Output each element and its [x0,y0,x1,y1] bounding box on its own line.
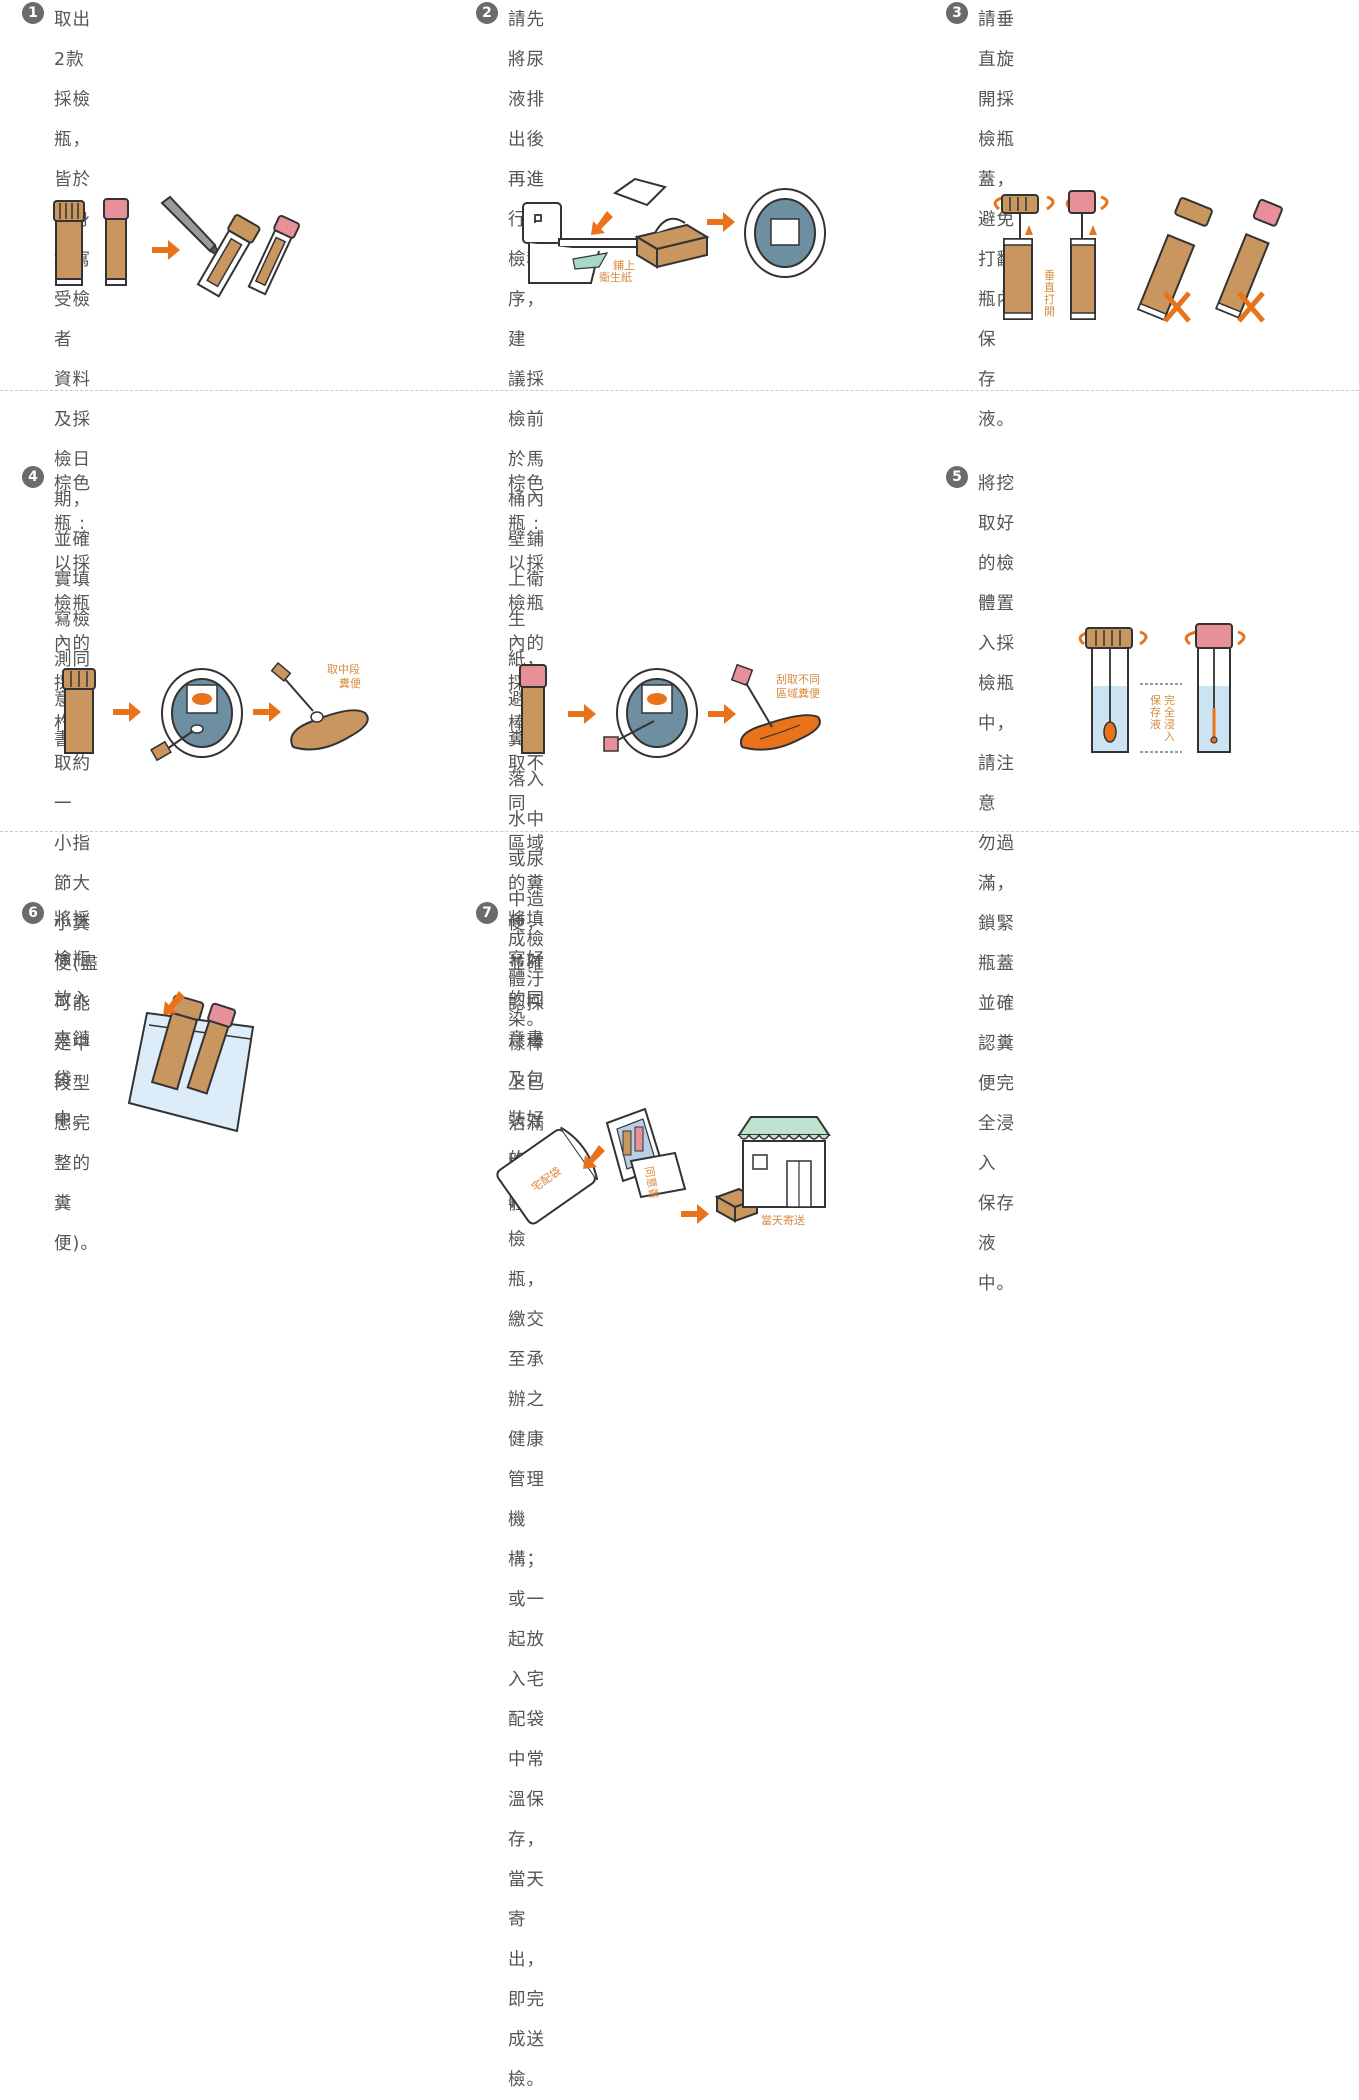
stool-icon [740,714,821,751]
scoop-icon [270,661,324,723]
step-line: 起放入宅配袋中常溫保存，當天寄出， [508,1630,545,1970]
svg-text:打: 打 [1044,292,1055,306]
arrow-down-left-icon [163,991,185,1015]
arrow-right-icon [681,1204,709,1224]
tissue-icon [612,177,667,207]
arrow-right-icon [707,212,735,232]
svg-text:開: 開 [1044,305,1055,318]
swab-stick-icon [730,663,773,728]
step-number: 6 [22,902,44,924]
step-5-illustration: 保 存 液 完 全 浸 入 [1078,623,1246,753]
same-day-label: 當天寄送 [761,1213,805,1227]
toilet-top-view-icon [616,668,698,758]
toilet-top-view-icon [161,668,243,758]
step-line: 資料及採檢日期，並確實填寫檢測同意 [54,370,91,710]
svg-text:完: 完 [1164,693,1175,707]
step-line: 取出 2款採檢瓶，皆於瓶身填寫受檢者 [54,10,91,350]
step-text: 棕色瓶 : 以採檢瓶內的採樣杓挖取約一 小指節大小糞便(盡可能是中段型態完 整的… [54,464,99,1264]
brown-bottle-icon [53,200,85,286]
svg-text:保: 保 [1150,693,1161,707]
svg-text:液: 液 [1150,717,1161,731]
vertical-open-label: 垂 直 打 開 [1044,269,1055,318]
consent-form-icon: 同意書 [605,1107,687,1200]
scrape-label-line1: 刮取不同 [776,672,820,686]
divider [0,831,1359,832]
svg-text:存: 存 [1150,705,1161,719]
step-text: 將填寫好的同意書及包裝好的2款採檢 瓶，繳交至承辦之健康管理機構；或一 起放入宅… [508,900,545,2100]
arrow-right-icon [152,240,180,260]
immerse-label: 保 存 液 完 全 浸 入 [1140,683,1182,753]
rotate-arrow-icon [1078,630,1246,646]
step-line: 棕色瓶 : 以採檢瓶內的採樣棒刮取不同 [508,474,545,814]
arrow-down-left-icon [591,211,613,235]
step-line: 整的糞便)。 [54,1154,99,1254]
arrow-right-icon [568,704,596,724]
svg-text:入: 入 [1164,730,1175,743]
step-line: 將挖取好的檢體置入採檢瓶中，請注意 [978,474,1015,814]
swab-stick-icon [603,720,655,752]
brown-bottle-upright-icon [1001,194,1039,320]
tilted-brown-bottle-icon [196,214,261,298]
tilted-pink-bottle-icon [247,214,300,296]
step-number: 4 [22,466,44,488]
step-line: 糞便落入水中或尿中造成檢體汙染。 [508,730,545,1030]
step-6-illustration [127,991,255,1133]
step-number: 3 [946,2,968,24]
svg-text:垂: 垂 [1044,269,1055,282]
delivery-bag-icon: 宅配袋 [496,1126,599,1225]
step-text: 將挖取好的檢體置入採檢瓶中，請注意 勿過滿，鎖緊瓶蓋並確認糞便完全浸入 保存液中… [978,464,1015,1304]
middle-label-line1: 取中段 [327,662,360,676]
brown-bottle-filled-icon [1085,627,1133,753]
step-line: 瓶，繳交至承辦之健康管理機構；或一 [508,1270,545,1610]
tissue-box-icon [634,217,710,269]
step-1-illustration [53,195,300,298]
svg-text:浸: 浸 [1164,718,1175,731]
arrow-right-icon [708,704,736,724]
tilted-brown-bottle-wrong-icon [1136,197,1213,321]
svg-text:全: 全 [1164,705,1175,719]
svg-text:直: 直 [1044,280,1055,294]
step-7-illustration: 宅配袋 同意書 當天寄送 [496,1107,831,1227]
step-line: 勿過滿，鎖緊瓶蓋並確認糞便完全浸入 [978,834,1015,1174]
step-3-illustration: 垂 直 打 開 [993,190,1283,323]
step-line: 將採檢瓶放入夾鏈袋中。 [54,910,91,1130]
toilet-top-view-icon [744,188,826,278]
step-text: 棕色瓶 : 以採檢瓶內的採樣棒刮取不同 區域的糞便，並確認採樣棒上已沾滿檢 體。 [508,464,545,1224]
step-line: 小指節大小糞便(盡可能是中段型態完 [54,834,99,1134]
pink-bottle-icon [186,1002,237,1095]
step-text: 將採檢瓶放入夾鏈袋中。 [54,900,91,1140]
stool-icon [290,709,369,751]
step-number: 2 [476,2,498,24]
step-number: 5 [946,466,968,488]
step-number: 1 [22,2,44,24]
divider [0,390,1359,391]
pink-bottle-icon [103,198,129,286]
tilted-pink-bottle-wrong-icon [1214,198,1283,319]
arrow-right-icon [113,702,141,722]
middle-label-line2: 糞便 [339,676,361,690]
scoop-icon [150,724,204,762]
step-line: 保存液中。 [978,1194,1015,1294]
step-2-illustration: 鋪上 衛生紙 [522,177,826,284]
step-4b-illustration: 刮取不同 區域糞便 [519,663,821,758]
step-line: 存液。 [978,370,1015,430]
pink-bottle-icon [519,664,547,754]
arrow-down-left-icon [583,1145,605,1169]
arrow-right-icon [253,702,281,722]
tissue-label-line1: 鋪上 [613,258,635,272]
store-icon [737,1116,831,1208]
pink-bottle-filled-icon [1195,623,1233,753]
tissue-label-line2: 衛生紙 [599,270,632,284]
pink-bottle-upright-icon [1068,190,1097,320]
scrape-label-line2: 區域糞便 [776,686,820,700]
wrong-cross-icon [1163,291,1265,323]
step-line: 即完成送檢。 [508,1990,545,2090]
step-4-illustration: 取中段 糞便 [62,661,369,762]
brown-bottle-icon [62,668,96,754]
step-number: 7 [476,902,498,924]
consent-label: 同意書 [642,1165,662,1200]
